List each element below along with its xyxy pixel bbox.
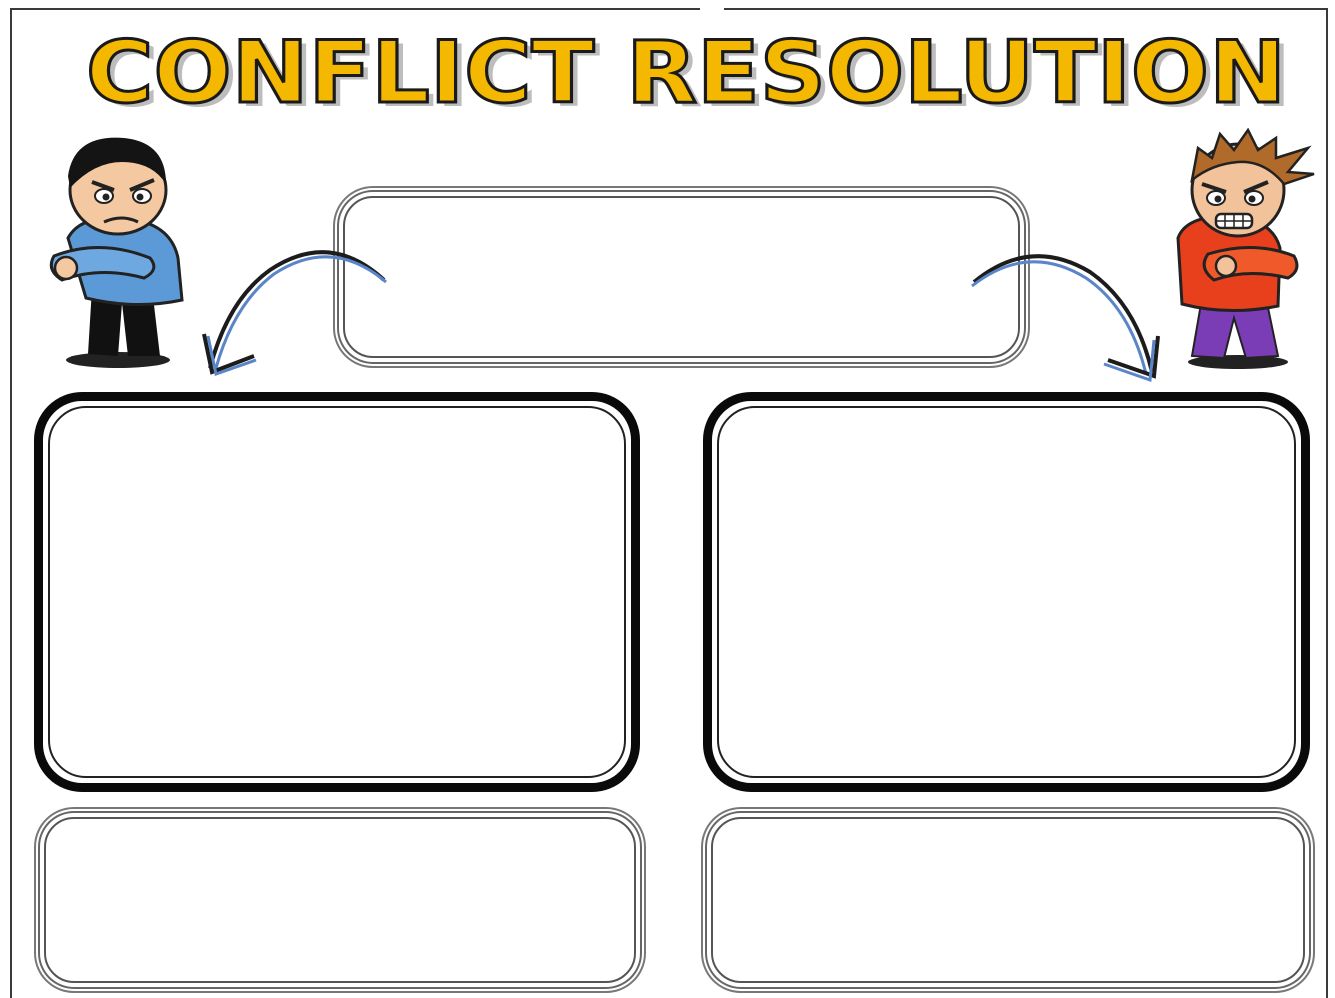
angry-boy-red-shirt-icon <box>1176 128 1315 369</box>
title-text: CONFLICT RESOLUTION <box>86 23 1286 122</box>
worksheet-frame <box>10 8 1328 998</box>
title-shadow: CONFLICT RESOLUTION <box>92 27 1292 122</box>
person-two-view-box[interactable] <box>703 392 1310 792</box>
problem-box[interactable] <box>343 196 1020 358</box>
person-one-view-box[interactable] <box>34 392 640 792</box>
angry-boy-blue-shirt-icon <box>49 137 184 368</box>
person-two-solution-box[interactable] <box>711 817 1305 983</box>
worksheet-title: CONFLICT RESOLUTION CONFLICT RESOLUTION <box>85 22 1293 122</box>
left-arrow-icon <box>208 250 386 369</box>
right-arrow-icon <box>972 254 1154 373</box>
person-one-solution-box[interactable] <box>44 817 636 983</box>
